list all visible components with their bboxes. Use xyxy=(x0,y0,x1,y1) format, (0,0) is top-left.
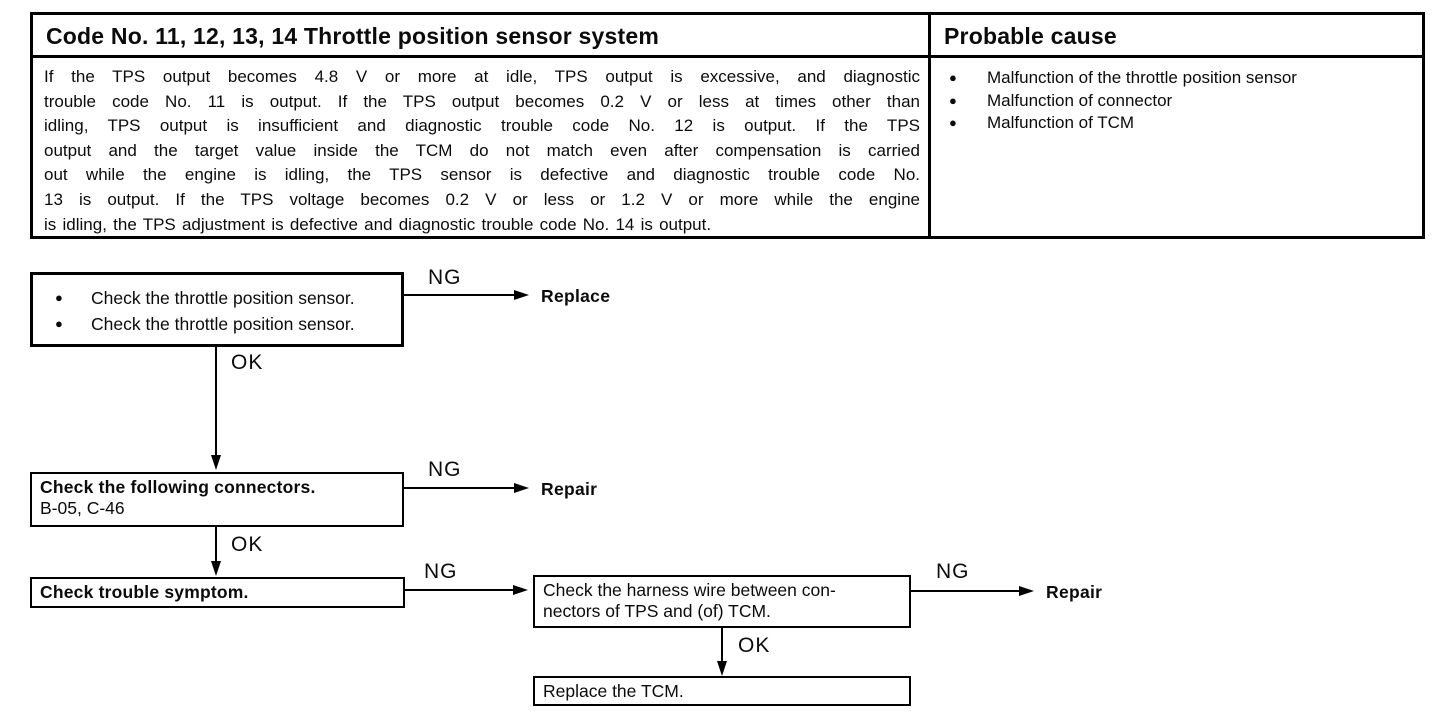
probable-cause-text: Malfunction of connector xyxy=(987,90,1173,110)
dtc-description: If the TPS output becomes 4.8 V or more … xyxy=(33,58,928,237)
ng-label: NG xyxy=(424,560,458,583)
ng-arrow-line xyxy=(404,487,518,489)
bullet-icon: ● xyxy=(55,316,63,331)
probable-cause-title: Probable cause xyxy=(944,23,1117,49)
step-check-sensor-item: ● Check the throttle position sensor. xyxy=(33,285,401,311)
ng-arrow-line xyxy=(911,590,1023,592)
ng-label: NG xyxy=(936,560,970,583)
step-replace-tcm-box: Replace the TCM. xyxy=(533,676,911,706)
probable-cause-item: ● Malfunction of the throttle position s… xyxy=(945,67,1416,90)
action-replace: Replace xyxy=(541,286,611,306)
step-check-sensor-text: Check the throttle position sensor. xyxy=(91,288,355,308)
action-repair: Repair xyxy=(1046,582,1103,602)
description-line: output and the target value inside the T… xyxy=(44,140,920,160)
description-line: is idling, the TPS adjustment is defecti… xyxy=(44,214,712,234)
ng-arrow-line xyxy=(405,589,517,591)
probable-cause-text: Malfunction of the throttle position sen… xyxy=(987,68,1297,87)
probable-cause-item: ● Malfunction of TCM xyxy=(945,112,1416,135)
arrow-down-icon xyxy=(211,561,221,576)
description-line: out while the engine is idling, the TPS … xyxy=(44,165,920,185)
description-line: 13 is output. If the TPS voltage becomes… xyxy=(44,189,920,209)
step-check-sensor-text: Check the throttle position sensor. xyxy=(91,314,355,334)
arrow-right-icon xyxy=(1019,586,1034,596)
ok-arrow-line xyxy=(215,527,217,563)
step-check-connectors-title: Check the following connectors. xyxy=(40,477,316,497)
arrow-right-icon xyxy=(514,290,529,300)
probable-cause-text: Malfunction of TCM xyxy=(987,113,1135,133)
ok-label: OK xyxy=(738,634,771,657)
probable-cause-item: ● Malfunction of connector xyxy=(945,90,1416,113)
action-repair: Repair xyxy=(541,479,598,499)
ok-arrow-line xyxy=(215,347,217,457)
step-check-symptom-box: Check trouble symptom. xyxy=(30,577,405,608)
step-check-sensor-box: ● Check the throttle position sensor. ● … xyxy=(30,272,404,347)
step-check-connectors-box: Check the following connectors. B-05, C-… xyxy=(30,472,404,527)
arrow-down-icon xyxy=(717,661,727,676)
step-check-connectors-detail: B-05, C-46 xyxy=(40,498,125,518)
step-replace-tcm-text: Replace the TCM. xyxy=(543,681,684,701)
bullet-icon: ● xyxy=(949,92,957,108)
bullet-icon: ● xyxy=(55,290,63,305)
ng-label: NG xyxy=(428,266,462,289)
step-check-sensor-item: ● Check the throttle position sensor. xyxy=(33,311,401,337)
arrow-right-icon xyxy=(514,483,529,493)
ok-label: OK xyxy=(231,351,264,374)
arrow-down-icon xyxy=(211,455,221,470)
ng-arrow-line xyxy=(404,294,518,296)
dtc-summary-table: Code No. 11, 12, 13, 14 Throttle positio… xyxy=(30,12,1425,239)
dtc-code-title: Code No. 11, 12, 13, 14 Throttle positio… xyxy=(46,23,660,49)
probable-cause-list: ● Malfunction of the throttle position s… xyxy=(931,58,1422,135)
step-check-harness-line1: Check the harness wire between con- xyxy=(543,580,836,600)
ng-label: NG xyxy=(428,458,462,481)
ok-arrow-line xyxy=(721,628,723,663)
step-check-harness-box: Check the harness wire between con- nect… xyxy=(533,575,911,628)
bullet-icon: ● xyxy=(949,115,957,131)
step-check-harness-line2: nectors of TPS and (of) TCM. xyxy=(543,601,771,621)
description-line: idling, TPS output is insufficient and d… xyxy=(44,116,920,136)
arrow-right-icon xyxy=(513,585,528,595)
step-check-symptom-text: Check trouble symptom. xyxy=(40,582,249,602)
description-line: If the TPS output becomes 4.8 V or more … xyxy=(44,67,920,86)
bullet-icon: ● xyxy=(949,70,957,85)
description-line: trouble code No. 11 is output. If the TP… xyxy=(44,91,920,111)
ok-label: OK xyxy=(231,533,264,556)
